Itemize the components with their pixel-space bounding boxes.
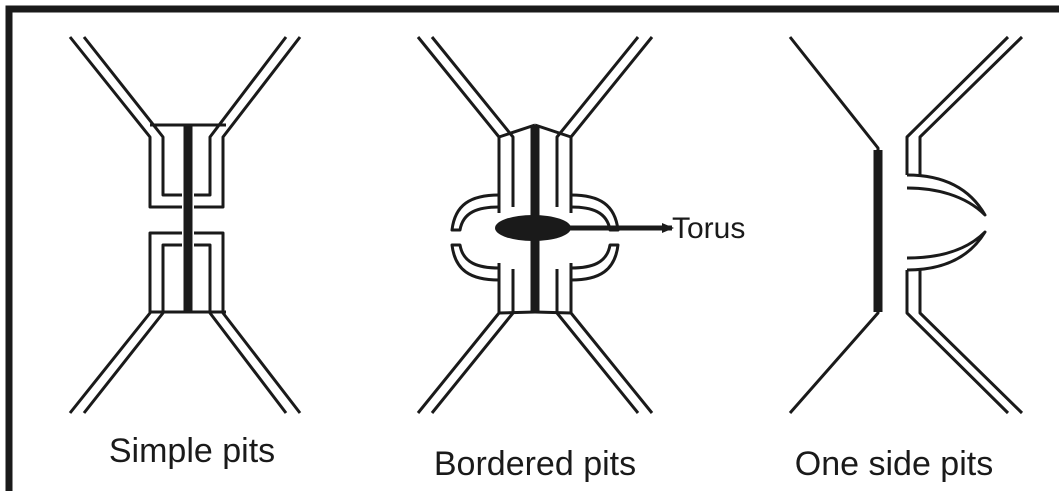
- cell-wall-line: [571, 37, 652, 213]
- cell-wall-line: [907, 37, 1008, 175]
- cell-wall-line: [790, 37, 878, 413]
- pit-border: [907, 232, 985, 270]
- cell-wall-line: [418, 37, 499, 213]
- pit-border: [452, 245, 499, 280]
- cell-wall-line: [194, 245, 286, 413]
- cell-wall-line: [571, 263, 652, 413]
- pit-border: [571, 245, 618, 280]
- pit-border: [452, 195, 499, 230]
- cell-wall-line: [70, 233, 182, 413]
- cell-wall-line: [432, 269, 513, 413]
- simple-pits-label: Simple pits: [109, 432, 275, 470]
- torus-label: Torus: [672, 212, 745, 245]
- pit-border: [571, 195, 618, 230]
- cell-wall-line: [920, 37, 1022, 175]
- cell-wall-line: [432, 37, 513, 207]
- cell-wall-line: [499, 312, 535, 313]
- cell-wall-line: [84, 245, 182, 413]
- bordered-pits-label: Bordered pits: [434, 445, 636, 483]
- simple-pit-figure: [70, 37, 300, 413]
- cell-wall-line: [70, 37, 182, 207]
- cell-wall-line: [907, 270, 1008, 413]
- cell-wall-line: [557, 37, 638, 207]
- one-side-pit-figure: [790, 37, 1022, 413]
- cell-wall-line: [418, 263, 499, 413]
- pit-border: [907, 175, 985, 215]
- one-side-pits-label: One side pits: [795, 445, 993, 483]
- cell-wall-line: [535, 312, 571, 313]
- cell-wall-line: [557, 269, 638, 413]
